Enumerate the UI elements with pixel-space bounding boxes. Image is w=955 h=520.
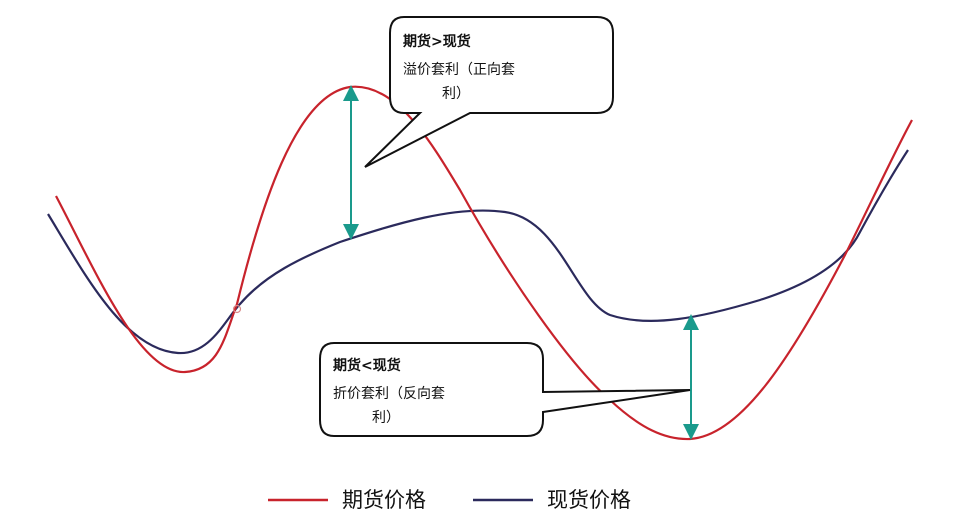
- contango-callout-line1: 溢价套利（正向套: [403, 62, 515, 78]
- contango-callout-title: 期货>现货: [403, 33, 471, 50]
- contango-callout-line2: 利）: [442, 86, 470, 102]
- legend-futures-label: 期货价格: [342, 488, 426, 512]
- futures-price-curve: [55, 85, 913, 441]
- backwardation-callout-title: 期货<现货: [333, 357, 401, 374]
- backwardation-callout-line2: 利）: [372, 410, 400, 426]
- legend-spot-label: 现货价格: [547, 488, 631, 512]
- spot-price-curve: [47, 149, 909, 355]
- backwardation-callout: 期货<现货 折价套利（反向套 利）: [319, 342, 691, 437]
- backwardation-callout-line1: 折价套利（反向套: [333, 386, 445, 402]
- legend: 期货价格 现货价格: [268, 488, 631, 512]
- contango-callout-bubble: [364, 16, 614, 168]
- backwardation-callout-bubble: [319, 342, 691, 437]
- crossing-point: [232, 304, 242, 314]
- contango-callout: 期货>现货 溢价套利（正向套 利）: [364, 16, 614, 168]
